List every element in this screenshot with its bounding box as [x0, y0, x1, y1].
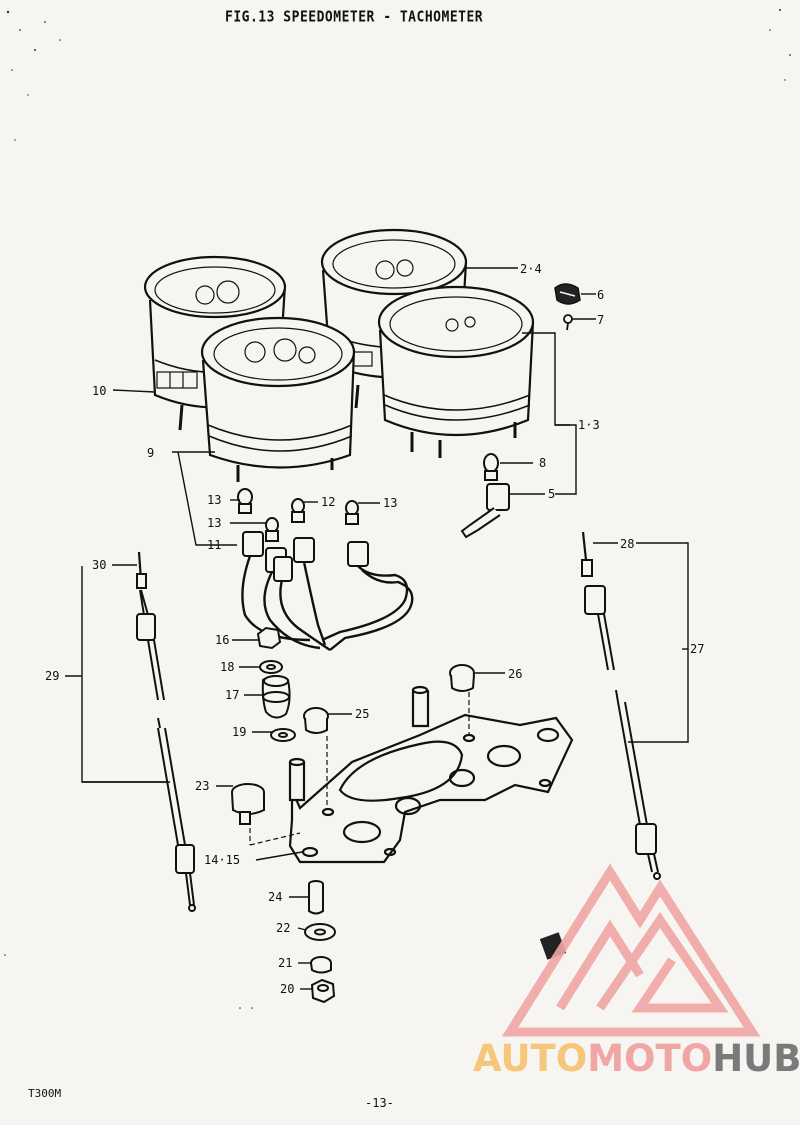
- watermark-part-moto: MOTO: [587, 1037, 713, 1080]
- label-13-top: 13: [207, 493, 221, 507]
- page-number: -13-: [365, 1096, 394, 1110]
- label-17: 17: [225, 688, 239, 702]
- cable-right-27: [581, 531, 661, 880]
- leader-lines: [65, 267, 689, 990]
- watermark-wordmark: AUTOMOTOHUB: [473, 1040, 800, 1077]
- label-29: 29: [45, 669, 59, 683]
- grommet-23: [231, 783, 265, 825]
- part-labels: 2·4 6 7 10 1·3 9 8 13 12 13 5 13 11 30 2…: [45, 262, 704, 996]
- label-22: 22: [276, 921, 290, 935]
- cap-6: [554, 283, 581, 305]
- watermark-part-hub: HUB: [712, 1037, 800, 1080]
- label-11: 11: [207, 538, 221, 552]
- label-7: 7: [597, 313, 604, 327]
- washer-21: [310, 956, 332, 974]
- nut-16: [256, 626, 282, 650]
- model-code: T300M: [28, 1087, 62, 1100]
- label-13-right: 13: [383, 496, 397, 510]
- label-24: 24: [268, 890, 282, 904]
- bulb-13-mid: [265, 517, 279, 542]
- label-1-3: 1·3: [578, 418, 600, 432]
- cap-26: [449, 664, 475, 692]
- label-28: 28: [620, 537, 634, 551]
- watermark-logo-icon: [501, 863, 761, 1037]
- gauge-front-left: [200, 316, 356, 482]
- watermark-part-auto: AUTO: [473, 1037, 588, 1080]
- label-27: 27: [690, 642, 704, 656]
- bulb-12: [291, 498, 305, 523]
- bulb-13-right: [345, 500, 359, 525]
- figure-title: FIG.13 SPEEDOMETER - TACHOMETER: [225, 8, 484, 27]
- wiring-harness: [241, 555, 414, 651]
- label-10: 10: [92, 384, 106, 398]
- label-18: 18: [220, 660, 234, 674]
- socket-5: [460, 483, 510, 539]
- label-25: 25: [355, 707, 369, 721]
- label-30: 30: [92, 558, 106, 572]
- bulb-13-top: [237, 488, 253, 514]
- label-20: 20: [280, 982, 294, 996]
- cable-left-29: [136, 551, 196, 912]
- label-13-mid: 13: [207, 516, 221, 530]
- label-5: 5: [548, 487, 555, 501]
- label-2-4: 2·4: [520, 262, 542, 276]
- label-12: 12: [321, 495, 335, 509]
- label-23: 23: [195, 779, 209, 793]
- label-8: 8: [539, 456, 546, 470]
- nut-20: [310, 978, 336, 1004]
- label-6: 6: [597, 288, 604, 302]
- bulb-8: [483, 453, 499, 481]
- screw-7: [563, 314, 573, 331]
- gauge-front-right: [377, 285, 535, 458]
- label-19: 19: [232, 725, 246, 739]
- cushion-17: [261, 675, 291, 719]
- socket-11: [242, 531, 369, 582]
- washer-22: [304, 923, 336, 941]
- label-9: 9: [147, 446, 154, 460]
- scan-noise: [4, 9, 791, 1009]
- cap-25: [303, 707, 329, 734]
- label-14-15: 14·15: [204, 853, 240, 867]
- label-16: 16: [215, 633, 229, 647]
- label-21: 21: [278, 956, 292, 970]
- label-26: 26: [508, 667, 522, 681]
- bracket-14-15: [249, 685, 574, 864]
- collar-24: [308, 880, 324, 915]
- washer-19: [270, 728, 296, 742]
- washer-18: [259, 660, 283, 674]
